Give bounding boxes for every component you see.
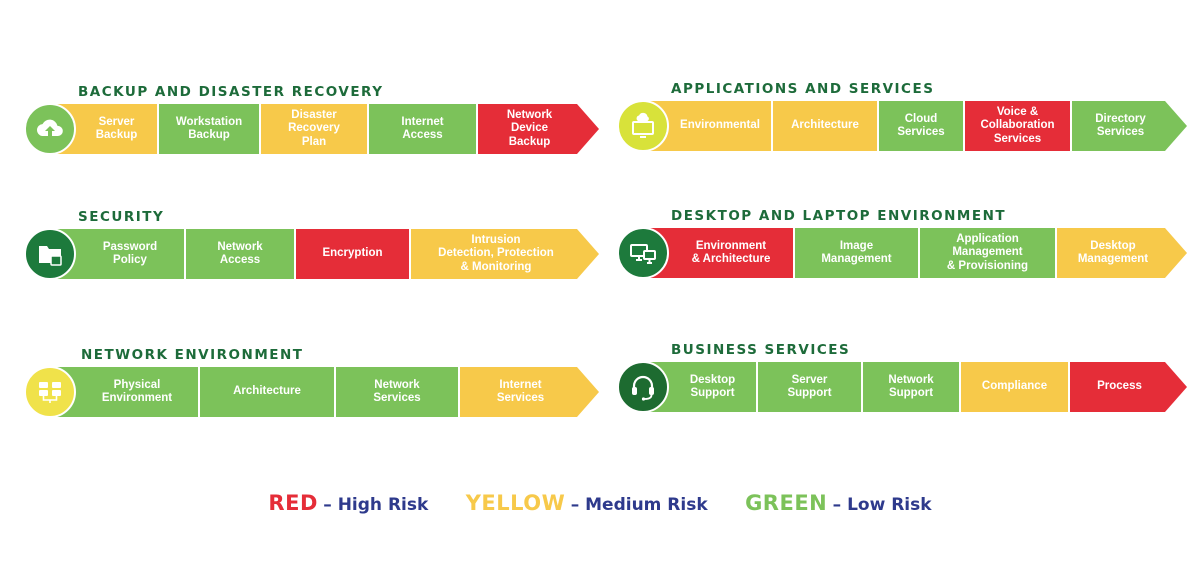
legend-red-desc: – High Risk	[323, 495, 429, 515]
section-network-environment: NETWORK ENVIRONMENT Physical Environment…	[24, 347, 599, 437]
segment-cloud-services: Cloud Services	[879, 101, 965, 151]
segment-environment-architecture: Environment & Architecture	[647, 228, 795, 278]
legend-red-word: RED	[268, 491, 318, 515]
section-title: BACKUP AND DISASTER RECOVERY	[78, 84, 384, 100]
segments: Password Policy Network Access Encryptio…	[54, 229, 599, 279]
section-title: SECURITY	[78, 209, 165, 225]
segment-intrusion-detection: Intrusion Detection, Protection & Monito…	[411, 229, 599, 279]
section-applications-services: APPLICATIONS AND SERVICES Environmental …	[617, 81, 1192, 171]
segment-process: Process	[1070, 362, 1187, 412]
risk-bar: Desktop Support Server Support Network S…	[617, 361, 1187, 413]
segments: Physical Environment Architecture Networ…	[54, 367, 599, 417]
segment-internet-access: Internet Access	[369, 104, 478, 154]
section-title: APPLICATIONS AND SERVICES	[671, 81, 935, 97]
section-business-services: BUSINESS SERVICES Desktop Support Server…	[617, 342, 1192, 432]
segments: Desktop Support Server Support Network S…	[647, 362, 1187, 412]
segment-compliance: Compliance	[961, 362, 1070, 412]
segments: Environmental Architecture Cloud Service…	[647, 101, 1187, 151]
risk-bar: Password Policy Network Access Encryptio…	[24, 228, 599, 280]
legend-yellow: YELLOW – Medium Risk	[466, 491, 708, 515]
segment-encryption: Encryption	[296, 229, 411, 279]
section-desktop-laptop-environment: DESKTOP AND LAPTOP ENVIRONMENT Environme…	[617, 208, 1192, 298]
server-network-icon	[24, 366, 76, 418]
risk-bar: Server Backup Workstation Backup Disaste…	[24, 103, 599, 155]
segment-password-policy: Password Policy	[54, 229, 186, 279]
section-security: SECURITY Password Policy Network Access …	[24, 209, 599, 299]
cloud-monitor-icon	[617, 100, 669, 152]
segment-voice-collaboration: Voice & Collaboration Services	[965, 101, 1072, 151]
segment-architecture: Architecture	[200, 367, 336, 417]
section-title: BUSINESS SERVICES	[671, 342, 851, 358]
segment-directory-services: Directory Services	[1072, 101, 1187, 151]
segment-network-support: Network Support	[863, 362, 961, 412]
segment-desktop-management: Desktop Management	[1057, 228, 1187, 278]
folder-lock-icon	[24, 228, 76, 280]
segment-architecture: Architecture	[773, 101, 879, 151]
segments: Environment & Architecture Image Managem…	[647, 228, 1187, 278]
legend-yellow-word: YELLOW	[465, 491, 566, 515]
headset-icon	[617, 361, 669, 413]
section-title: DESKTOP AND LAPTOP ENVIRONMENT	[671, 208, 1007, 224]
legend-green: GREEN – Low Risk	[745, 491, 932, 515]
section-title: NETWORK ENVIRONMENT	[81, 347, 304, 363]
risk-bar: Physical Environment Architecture Networ…	[24, 366, 599, 418]
risk-bar: Environment & Architecture Image Managem…	[617, 227, 1187, 279]
monitors-icon	[617, 227, 669, 279]
segment-internet-services: Internet Services	[460, 367, 599, 417]
segment-network-device-backup: Network Device Backup	[478, 104, 599, 154]
segment-workstation-backup: Workstation Backup	[159, 104, 261, 154]
segment-server-support: Server Support	[758, 362, 863, 412]
section-backup-disaster-recovery: BACKUP AND DISASTER RECOVERY Server Back…	[24, 84, 599, 174]
legend-green-word: GREEN	[745, 491, 828, 515]
legend-yellow-desc: – Medium Risk	[570, 495, 708, 515]
segment-disaster-recovery-plan: Disaster Recovery Plan	[261, 104, 369, 154]
segment-application-management: Application Management & Provisioning	[920, 228, 1057, 278]
risk-bar: Environmental Architecture Cloud Service…	[617, 100, 1187, 152]
cloud-upload-icon	[24, 103, 76, 155]
segment-image-management: Image Management	[795, 228, 920, 278]
legend-red: RED – High Risk	[268, 491, 428, 515]
risk-legend: RED – High Risk YELLOW – Medium Risk GRE…	[0, 491, 1200, 515]
segment-network-services: Network Services	[336, 367, 460, 417]
segment-physical-environment: Physical Environment	[54, 367, 200, 417]
segment-network-access: Network Access	[186, 229, 296, 279]
legend-green-desc: – Low Risk	[832, 495, 932, 515]
segments: Server Backup Workstation Backup Disaste…	[54, 104, 599, 154]
